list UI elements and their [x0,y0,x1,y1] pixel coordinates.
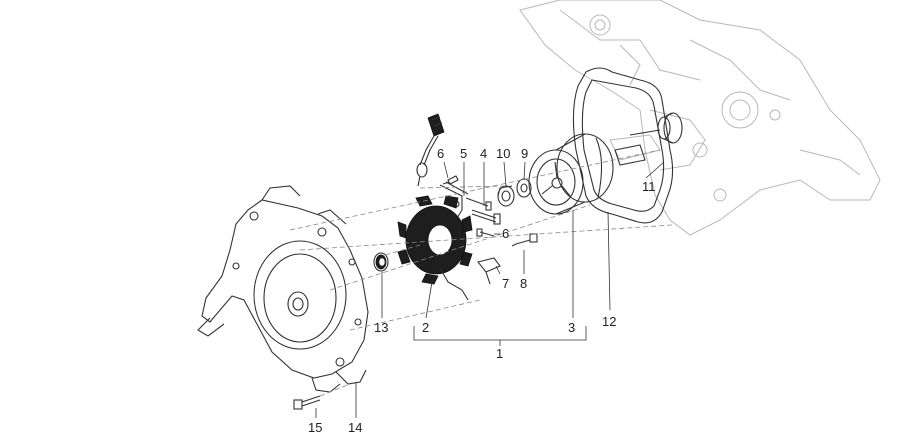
callouts: 1 2 3 4 5 6 6 7 8 9 10 11 12 13 14 15 [308,146,656,435]
callout-3: 3 [568,320,575,335]
callout-10: 10 [496,146,510,161]
callout-12: 12 [602,314,616,329]
callout-14: 14 [348,420,362,435]
cable-clip [477,257,501,285]
callout-11: 11 [642,179,656,194]
callout-8: 8 [520,276,527,291]
oil-seal [373,252,389,272]
magneto-cover [197,185,369,393]
callout-2: 2 [422,320,429,335]
callout-15: 15 [308,420,322,435]
screw [476,228,495,237]
callout-7: 7 [502,276,509,291]
leader-lines [315,161,665,418]
screw [442,175,459,185]
callout-6-upper: 6 [437,146,444,161]
crankshaft-end [614,112,683,166]
assembly-lines [289,149,673,397]
callout-4: 4 [480,146,487,161]
nut [497,185,515,207]
gasket [572,67,674,224]
stator [397,195,473,301]
bolt [465,197,501,225]
callout-5: 5 [460,146,467,161]
cover-bolt [293,395,321,410]
callout-9: 9 [521,146,528,161]
callout-6-lower: 6 [502,226,509,241]
callout-13: 13 [374,320,388,335]
callout-1: 1 [496,346,503,361]
flywheel-rotor [528,133,614,215]
pickup-cable-connector [416,113,445,187]
